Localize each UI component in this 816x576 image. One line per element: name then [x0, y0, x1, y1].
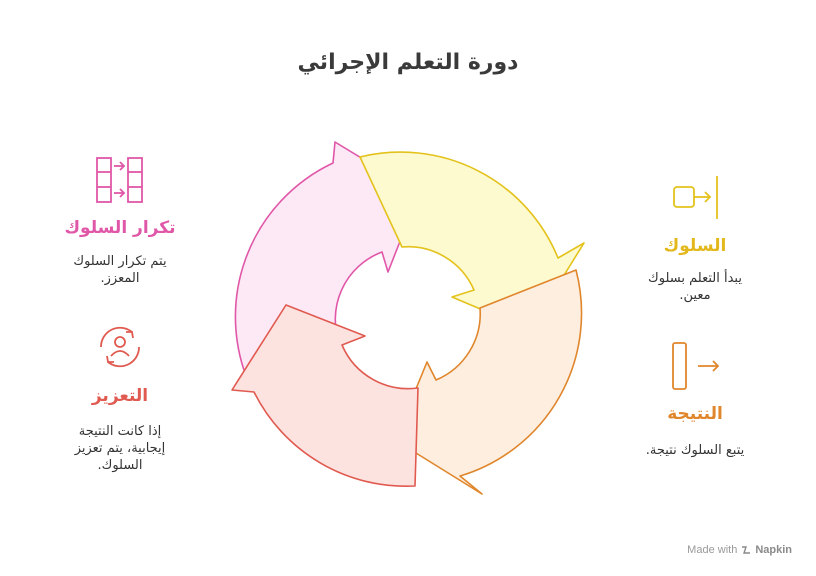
step-label-repeat: تكرار السلوك — [64, 218, 176, 238]
step-desc-result: يتبع السلوك نتيجة. — [645, 443, 745, 458]
step-label-reinforcement: التعزيز — [91, 386, 149, 406]
step-label-result: النتيجة — [667, 404, 723, 424]
step-desc-reinforcement: إذا كانت النتيجة إيجابية، يتم تعزيز السل… — [74, 424, 166, 473]
bar-arrow-icon — [672, 342, 720, 390]
repeat-grid-icon — [96, 157, 143, 203]
step-label-behavior: السلوك — [663, 236, 727, 256]
enter-box-icon — [673, 176, 718, 219]
cycle-arrow-behavior — [359, 151, 585, 331]
cycle-arrow-result — [394, 269, 583, 495]
diagram-title: دورة التعلم الإجرائي — [297, 50, 519, 75]
napkin-logo-icon — [742, 546, 751, 554]
person-cycle-icon — [100, 326, 140, 368]
cycle-arrow-reinforcement — [231, 304, 419, 488]
step-desc-behavior: يبدأ التعلم بسلوك معين. — [648, 271, 742, 303]
napkin-watermark: Made with Napkin — [687, 544, 792, 556]
step-desc-repeat: يتم تكرار السلوك المعزز. — [73, 254, 167, 286]
made-with-label: Made with — [687, 544, 738, 556]
napkin-brand: Napkin — [755, 544, 792, 556]
